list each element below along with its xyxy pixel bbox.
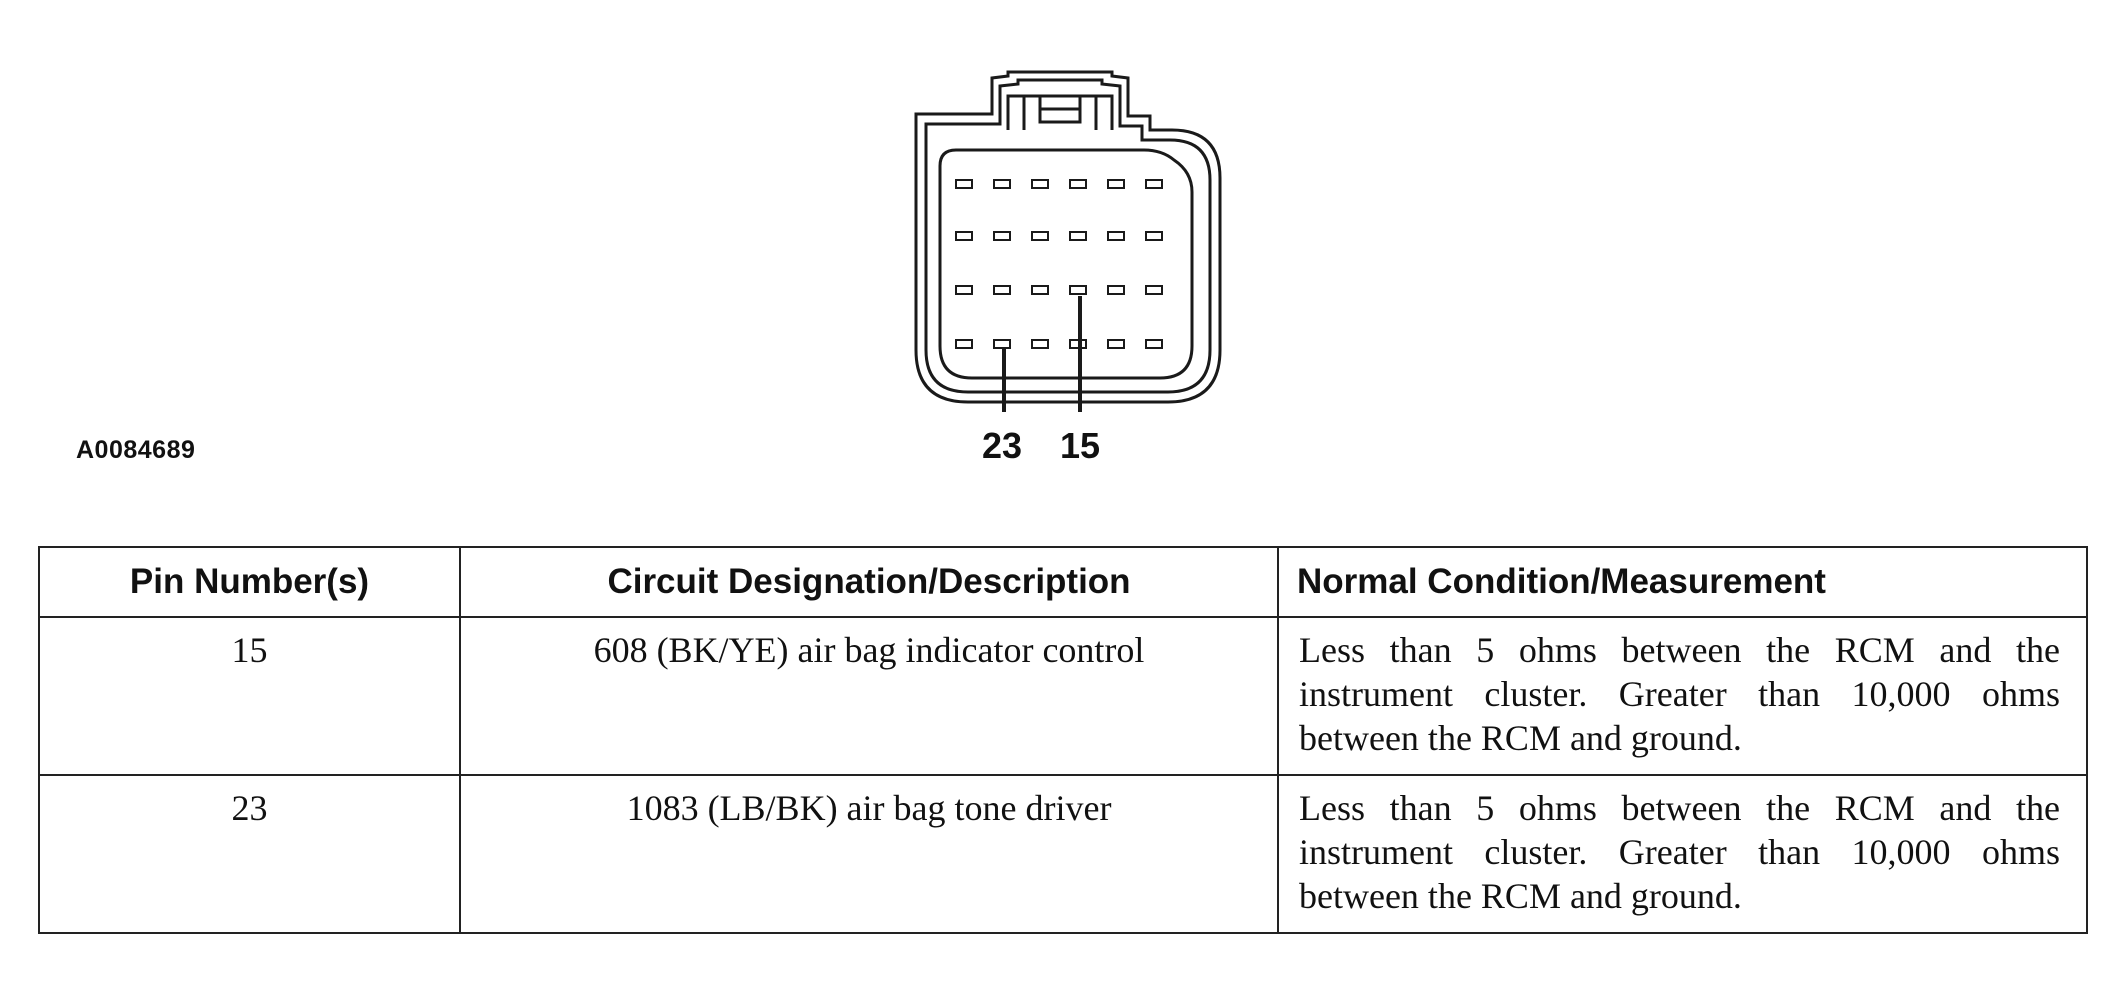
pin-number-cell: 15 — [38, 616, 461, 776]
pin-cavity — [993, 231, 1011, 241]
table-header-row: Pin Number(s) Circuit Designation/Descri… — [38, 546, 2088, 618]
pin-cavity — [955, 285, 973, 295]
pin-cavity — [993, 285, 1011, 295]
pin-cavity — [993, 179, 1011, 189]
pin-callout-15: 15 — [1060, 425, 1101, 466]
pin-cavity — [1031, 179, 1049, 189]
pin-cavity — [955, 179, 973, 189]
pin-grid — [955, 179, 1163, 349]
pin-cavity — [1107, 339, 1125, 349]
pin-cavity — [955, 339, 973, 349]
pin-cavity — [1069, 179, 1087, 189]
pin-cavity — [1145, 285, 1163, 295]
pin-leader-lines — [1002, 296, 1082, 412]
connector-housing — [914, 70, 1222, 404]
pin-cavity — [1145, 339, 1163, 349]
pin-cavity — [1107, 179, 1125, 189]
pin-number-cell: 23 — [38, 774, 461, 934]
header-pin-number: Pin Number(s) — [38, 546, 461, 618]
pin-cavity — [1069, 231, 1087, 241]
connector-diagram — [914, 70, 1222, 412]
pin-cavity — [1031, 339, 1049, 349]
pinout-table: Pin Number(s) Circuit Designation/Descri… — [38, 546, 2088, 934]
pin-cavity — [1145, 231, 1163, 241]
condition-cell: Less than 5 ohms between the RCM and the… — [1277, 774, 2088, 934]
circuit-cell: 608 (BK/YE) air bag indicator control — [459, 616, 1279, 776]
pin-cavity — [1031, 285, 1049, 295]
pin-cavity — [1145, 179, 1163, 189]
header-condition: Normal Condition/Measurement — [1277, 546, 2088, 618]
pin-cavity — [1069, 285, 1087, 295]
circuit-cell: 1083 (LB/BK) air bag tone driver — [459, 774, 1279, 934]
pin-cavity — [1031, 231, 1049, 241]
pin-cavity — [1107, 285, 1125, 295]
pin-cavity — [955, 231, 973, 241]
pin-callout-23: 23 — [982, 425, 1023, 466]
figure-id: A0084689 — [76, 436, 196, 464]
pin-cavity — [993, 339, 1011, 349]
header-circuit: Circuit Designation/Description — [459, 546, 1279, 618]
table-row: 15 608 (BK/YE) air bag indicator control… — [38, 616, 2088, 776]
table-row: 23 1083 (LB/BK) air bag tone driver Less… — [38, 774, 2088, 934]
pin-cavity — [1107, 231, 1125, 241]
condition-cell: Less than 5 ohms between the RCM and the… — [1277, 616, 2088, 776]
